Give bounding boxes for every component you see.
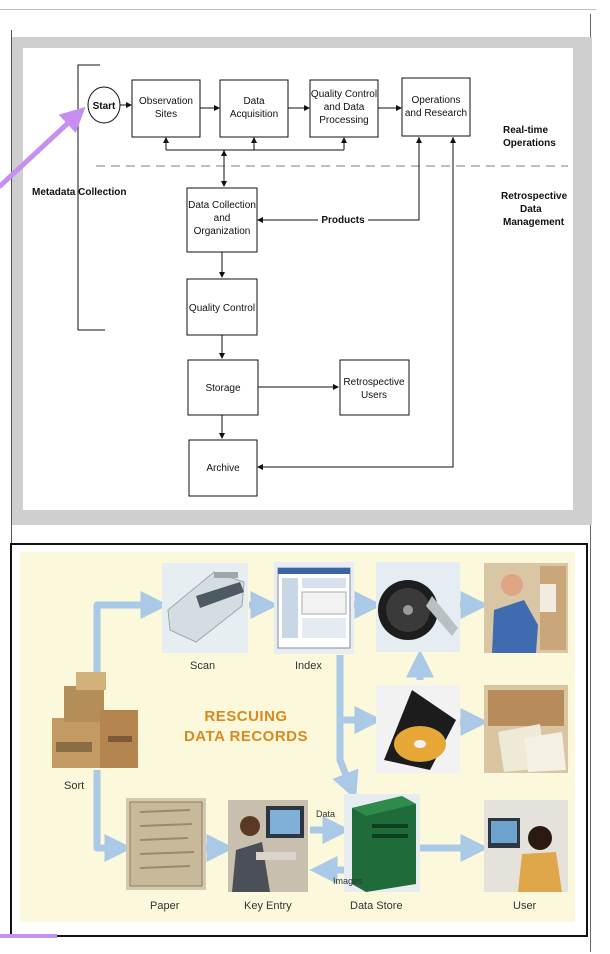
box-observation-sites	[131, 79, 201, 138]
dco-line1: Data Collection	[188, 200, 256, 211]
products-label: Products	[321, 215, 365, 226]
images-flow-label: Images	[333, 876, 363, 886]
box-archive	[188, 439, 258, 497]
storage-label: Storage	[205, 383, 240, 394]
rescue-flow-arrows	[93, 591, 489, 884]
retro-mgmt-line3: Management	[503, 217, 565, 228]
box-operations-research	[401, 77, 471, 137]
metadata-bracket	[77, 64, 105, 331]
purple-pointer-arrow	[0, 106, 86, 189]
retro-mgmt-line1: Retrospective	[501, 191, 568, 202]
qc-processing-line1: Quality Control	[311, 89, 377, 100]
cd-case-photo	[376, 685, 460, 773]
retro-mgmt-line2: Data	[520, 204, 542, 215]
box-data-collection	[186, 187, 258, 253]
index-screen-photo	[274, 562, 354, 654]
sort-records-photo	[52, 672, 138, 768]
microfilm-reel-photo	[376, 562, 460, 652]
data-flow-label: Data	[316, 809, 335, 819]
paper-label: Paper	[150, 900, 180, 912]
realtime-line1: Real-time	[503, 125, 548, 136]
scan-label: Scan	[190, 660, 215, 672]
products-connector	[257, 137, 420, 223]
flow-sort-scan	[93, 591, 169, 695]
flow-index-cd	[336, 655, 383, 734]
box-quality-control	[186, 278, 258, 336]
data-acquisition-line1: Data	[243, 96, 265, 107]
key-entry-photo	[228, 800, 308, 892]
index-label: Index	[295, 660, 322, 672]
user-label: User	[513, 900, 537, 912]
products-label-bg	[318, 212, 368, 226]
operations-research-line1: Operations	[412, 95, 461, 106]
top-border	[0, 9, 596, 10]
data-store-label: Data Store	[350, 900, 403, 912]
operations-research-line2: and Research	[405, 108, 467, 119]
dco-line2: and	[214, 213, 231, 224]
quality-control-label: Quality Control	[189, 303, 255, 314]
start-label: Start	[93, 101, 116, 112]
realtime-line2: Operations	[503, 138, 556, 149]
observation-sites-line2: Sites	[155, 109, 177, 120]
metadata-collection-label: Metadata Collection	[32, 187, 126, 198]
paper-records-photo	[484, 685, 568, 773]
rescue-title-line1: RESCUING	[204, 708, 287, 725]
box-retrospective-users	[339, 359, 410, 416]
flow-sort-paper	[93, 770, 133, 862]
flow-index-store	[332, 700, 359, 800]
dco-line3: Organization	[194, 226, 251, 237]
rescue-title-line2: DATA RECORDS	[184, 728, 308, 745]
archivist-photo	[484, 563, 568, 653]
sort-label: Sort	[64, 780, 84, 792]
paper-ledger-photo	[126, 798, 206, 890]
user-photo	[484, 800, 568, 892]
left-frame	[0, 30, 12, 866]
flowchart-panel	[23, 48, 573, 510]
data-acquisition-line2: Acquisition	[230, 109, 278, 120]
box-data-acquisition	[219, 79, 289, 138]
qc-processing-line2: and Data	[324, 102, 365, 113]
data-store-server-photo	[344, 794, 420, 892]
box-storage	[187, 359, 259, 416]
key-entry-label: Key Entry	[244, 900, 292, 912]
archive-label: Archive	[206, 463, 240, 474]
scan-photo	[162, 563, 248, 653]
retro-users-line2: Users	[361, 390, 387, 401]
qc-processing-line3: Processing	[319, 115, 368, 126]
box-quality-control-processing	[309, 79, 379, 138]
observation-sites-line1: Observation	[139, 96, 193, 107]
archive-loop-connector	[257, 137, 454, 470]
retro-users-line1: Retrospective	[343, 377, 405, 388]
